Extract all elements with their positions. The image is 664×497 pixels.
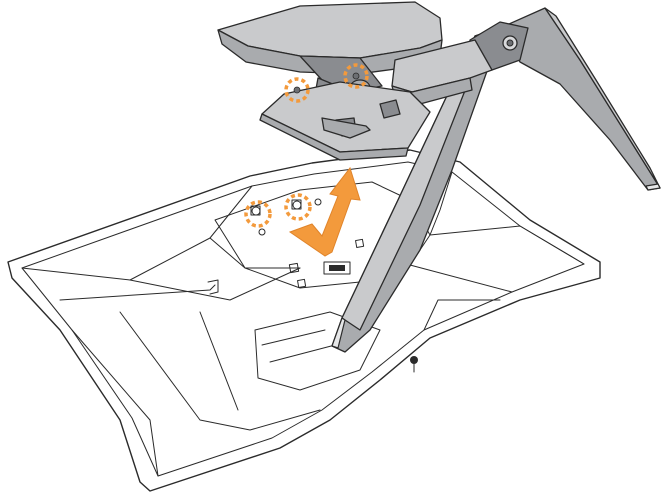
monitor-bezel-inner bbox=[21, 161, 585, 477]
lift-arrow-icon bbox=[288, 166, 361, 257]
stand-bracket-plate bbox=[259, 63, 431, 161]
screw-highlight-icon bbox=[284, 77, 310, 103]
screw-highlight-icon bbox=[284, 193, 312, 221]
monitor-port bbox=[323, 261, 351, 275]
screw-highlight-icon bbox=[244, 200, 272, 228]
monitor-outline bbox=[7, 149, 601, 492]
monitor-facet-left bbox=[21, 185, 253, 281]
screw-highlight-icon bbox=[343, 63, 369, 89]
monitor-body bbox=[7, 149, 601, 492]
monitor-lower-panel bbox=[254, 311, 381, 391]
joystick-icon bbox=[410, 356, 418, 364]
monitor-facet-right bbox=[429, 225, 585, 265]
monitor-mount-holes bbox=[244, 193, 322, 236]
stand-legs bbox=[331, 7, 661, 353]
